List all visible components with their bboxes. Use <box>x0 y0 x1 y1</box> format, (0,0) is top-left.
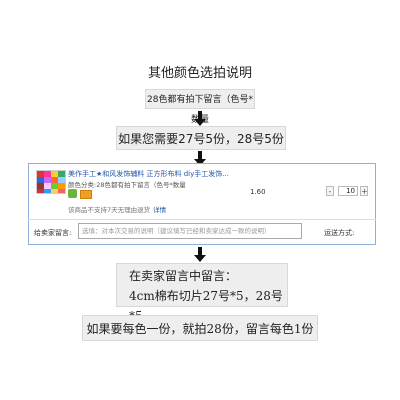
product-title-link[interactable]: 美作手工★和风发饰辅料 正方形布料 diy手工发饰... <box>68 170 229 178</box>
step4-box: 如果要每色一份，就拍28份，留言每色1份 <box>82 315 318 341</box>
shipping-method-label: 运送方式: <box>324 229 355 237</box>
step2-box: 如果您需要27号5份，28号5份 <box>116 126 286 150</box>
return-policy-notice: 该商品不支持7天无理由退货详情 <box>68 204 166 214</box>
quantity-decrease-button[interactable]: - <box>326 186 334 196</box>
quantity-input[interactable]: 10 <box>338 186 358 196</box>
details-link[interactable]: 详情 <box>153 206 167 214</box>
step1-box: 28色都有拍下留言（色号*数量 <box>145 89 255 125</box>
quantity-increase-button[interactable]: + <box>360 186 368 196</box>
message-label: 给卖家留言: <box>34 229 72 237</box>
promo-badge-icon <box>80 190 92 199</box>
return-policy-text: 该商品不支持7天无理由退货 <box>68 206 151 214</box>
page-title: 其他颜色选拍说明 <box>147 66 252 81</box>
quantity-stepper: - 10 + <box>326 186 370 197</box>
step3-box: 在卖家留言中留言： 4cm棉布切片27号*5，28号*5 <box>116 263 288 323</box>
product-category: 颜色分类:28色都有拍下留言（色号*数量 <box>68 181 186 189</box>
step3-line1: 在卖家留言中留言： <box>129 269 238 283</box>
guarantee-badge-icon <box>68 189 77 198</box>
seller-message-input[interactable]: 选填：对本次交易的说明（建议填写已经和卖家达成一致的说明） <box>78 223 302 239</box>
divider <box>28 219 376 220</box>
unit-price: 1.60 <box>250 188 266 196</box>
product-thumbnail[interactable] <box>36 170 66 194</box>
